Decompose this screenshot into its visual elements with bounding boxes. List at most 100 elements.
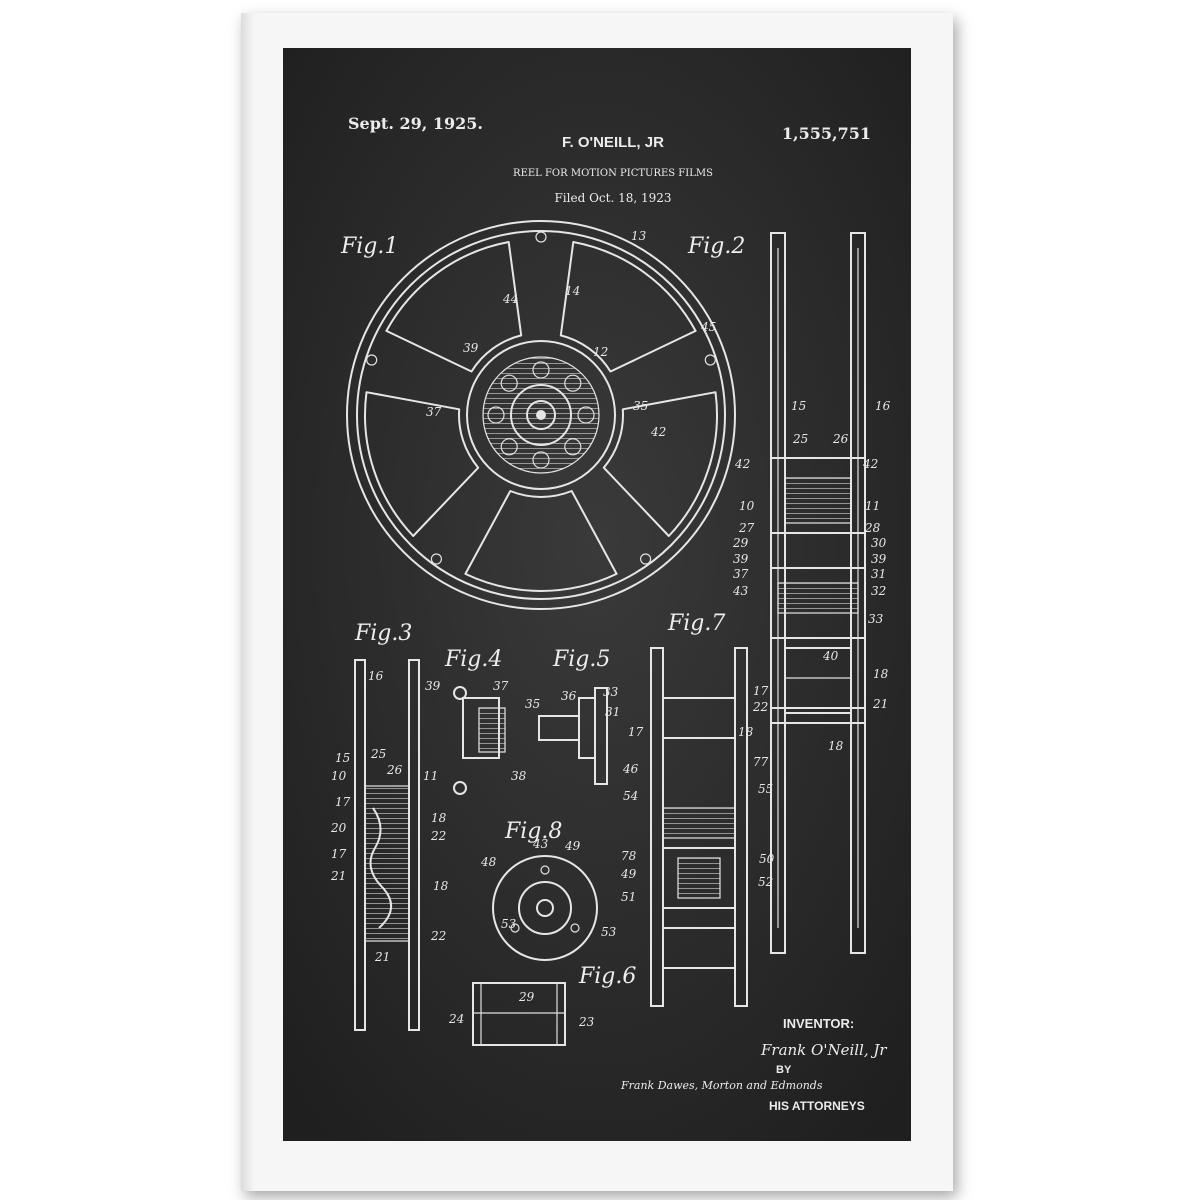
- fig8-label: Fig.8: [504, 819, 562, 844]
- fig6-reference-numeral: 29: [518, 990, 535, 1004]
- inventor-signature: Frank O'Neill, Jr: [760, 1041, 887, 1059]
- fig3-label: Fig.3: [354, 621, 412, 646]
- fig2-reference-numeral: 37: [733, 567, 749, 581]
- fig3-reference-numeral: 22: [430, 929, 446, 943]
- reel-window: [385, 241, 523, 373]
- fig4-label: Fig.4: [444, 647, 502, 672]
- fig2-reference-numeral: 39: [733, 552, 749, 566]
- hub-hole: [500, 438, 518, 456]
- inventor-heading: F. O'NEILL, JR: [562, 134, 664, 151]
- fig7-reference-numeral: 54: [623, 789, 638, 803]
- fig5-label: Fig.5: [552, 647, 610, 672]
- fig2-reference-numeral: 17: [753, 684, 769, 698]
- fig7-reference-numeral: 18: [738, 725, 754, 739]
- fig5-reference-numeral: 35: [525, 697, 540, 711]
- patent-poster: Sept. 29, 1925. F. O'NEILL, JR 1,555,751…: [283, 48, 911, 1141]
- fig1-reference-numeral: 14: [565, 284, 580, 298]
- fig3-reference-numeral: 17: [335, 795, 351, 809]
- fig7-reference-numeral: 17: [628, 725, 644, 739]
- fig7-reference-numeral: 51: [621, 890, 636, 904]
- fig1-reference-numeral: 35: [633, 399, 648, 413]
- fig2-reference-numeral: 16: [875, 399, 891, 413]
- fig2-reference-numeral: 43: [732, 584, 749, 598]
- fig6-drawing: Fig.6 24 29 23: [448, 964, 636, 1046]
- fig2-reference-numeral: 29: [732, 536, 749, 550]
- hub-hole: [564, 374, 582, 392]
- reel-window: [464, 490, 618, 592]
- fig3-reference-numeral: 25: [370, 747, 386, 761]
- rim-triangle-opening: [535, 231, 547, 243]
- fig5-reference-numeral: 36: [561, 689, 577, 703]
- fig1-reference-numeral: 44: [502, 292, 518, 306]
- fig2-reference-numeral: 18: [873, 667, 889, 681]
- fig1-reference-numeral: 45: [700, 320, 716, 334]
- fig7-reference-numeral: 49: [620, 867, 637, 881]
- fig3-reference-numeral: 10: [331, 769, 347, 783]
- fig2-reference-numeral: 28: [864, 521, 881, 535]
- patent-number: 1,555,751: [782, 124, 871, 143]
- fig3-reference-numeral: 11: [423, 769, 438, 783]
- hub-hole: [500, 374, 518, 392]
- fig8-reference-numeral: 53: [601, 925, 617, 939]
- patent-title: REEL FOR MOTION PICTURES FILMS: [513, 168, 713, 179]
- fig3-reference-numeral: 21: [374, 950, 390, 964]
- fig3-reference-numeral: 26: [386, 763, 403, 777]
- fig7-reference-numeral: 55: [758, 782, 773, 796]
- fig7-reference-numeral: 50: [759, 852, 775, 866]
- fig1-reference-numeral: 39: [463, 341, 479, 355]
- rim-triangle-opening: [366, 354, 378, 366]
- fig1-reference-numeral: 42: [650, 425, 666, 439]
- hub-hole: [532, 451, 550, 469]
- fig3-reference-numeral: 22: [430, 829, 446, 843]
- fig1-reference-numeral: 37: [426, 405, 442, 419]
- fig3-reference-numeral: 21: [330, 869, 346, 883]
- signature-block: INVENTOR: Frank O'Neill, Jr BY Frank Daw…: [620, 1016, 887, 1113]
- fig2-reference-numeral: 26: [832, 432, 849, 446]
- patent-drawing: Sept. 29, 1925. F. O'NEILL, JR 1,555,751…: [283, 48, 911, 1141]
- fig3-reference-numeral: 18: [433, 879, 449, 893]
- fig3-reference-numeral: 20: [330, 821, 347, 835]
- patent-date: Sept. 29, 1925.: [348, 114, 483, 133]
- fig5-reference-numeral: 33: [603, 685, 619, 699]
- fig1-label: Fig.1: [340, 234, 398, 259]
- fig2-reference-numeral: 22: [752, 700, 768, 714]
- fig2-reference-numeral: 42: [862, 457, 878, 471]
- fig1-reference-numeral: 12: [593, 345, 608, 359]
- fig4-reference-numeral: 37: [493, 679, 509, 693]
- by-label: BY: [776, 1064, 792, 1076]
- fig2-reference-numeral: 10: [739, 499, 755, 513]
- fig3-reference-numeral: 18: [431, 811, 447, 825]
- fig2-reference-numeral: 42: [734, 457, 750, 471]
- fig6-label: Fig.6: [578, 964, 636, 989]
- reel-window: [602, 391, 718, 537]
- fig7-reference-numeral: 52: [758, 875, 773, 889]
- fig8-reference-numeral: 53: [501, 917, 517, 931]
- fig2-reference-numeral: 11: [865, 499, 880, 513]
- fig3-reference-numeral: 16: [368, 669, 384, 683]
- fig2-label: Fig.2: [687, 234, 745, 259]
- fig2-reference-numeral: 21: [872, 697, 888, 711]
- fig7-reference-numeral: 77: [753, 755, 769, 769]
- reel-window: [559, 241, 697, 373]
- fig2-reference-numeral: 31: [871, 567, 886, 581]
- rim-triangle-opening: [430, 553, 442, 565]
- fig2-reference-numeral: 15: [791, 399, 806, 413]
- fig6-reference-numeral: 24: [448, 1012, 464, 1026]
- reel-window: [364, 391, 480, 537]
- inventor-label: INVENTOR:: [783, 1016, 854, 1031]
- fig6-reference-numeral: 23: [578, 1015, 595, 1029]
- hub-hole: [577, 406, 595, 424]
- hub-hole: [532, 361, 550, 379]
- fig3-reference-numeral: 17: [331, 847, 347, 861]
- fig2-reference-numeral: 40: [822, 649, 839, 663]
- fig8-reference-numeral: 49: [564, 839, 581, 853]
- fig1-reference-numeral: 13: [631, 229, 647, 243]
- fig7-reference-numeral: 46: [622, 762, 639, 776]
- fig7-label: Fig.7: [667, 611, 725, 636]
- fig4-reference-numeral: 38: [511, 769, 527, 783]
